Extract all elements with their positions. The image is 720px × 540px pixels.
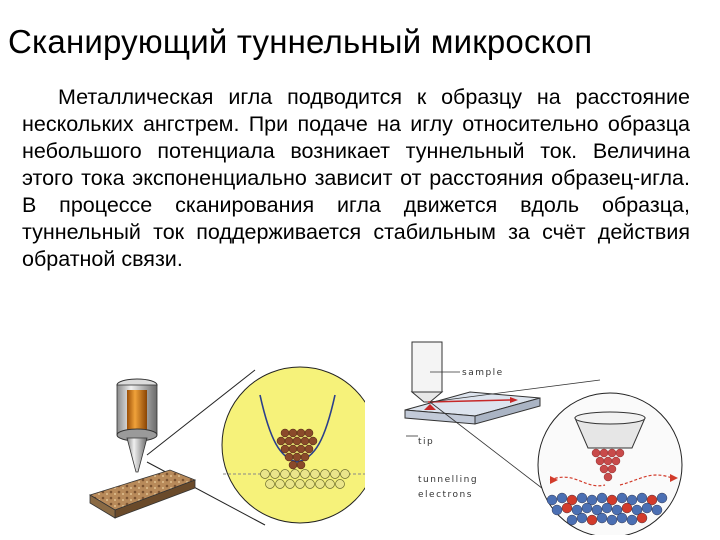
tip-atoms bbox=[276, 428, 318, 470]
description-paragraph: Металлическая игла подводится к образцу … bbox=[22, 85, 690, 271]
sample-electrons bbox=[546, 492, 668, 526]
label-sample: sample bbox=[462, 368, 504, 378]
page-title: Сканирующий туннельный микроскоп bbox=[8, 23, 593, 60]
tunnelling-diagram: sample tip tunnelling electrons bbox=[404, 341, 683, 535]
tip-stem bbox=[411, 341, 443, 393]
label-electrons: electrons bbox=[418, 490, 473, 500]
label-tunnelling: tunnelling bbox=[418, 475, 478, 485]
needle-tip bbox=[126, 437, 148, 473]
sample-atoms bbox=[260, 469, 350, 489]
zoom-line-top bbox=[146, 369, 256, 456]
stm-needle-illustration bbox=[89, 366, 365, 526]
tip-atoms-red bbox=[591, 448, 625, 482]
label-tip: tip bbox=[418, 437, 434, 447]
